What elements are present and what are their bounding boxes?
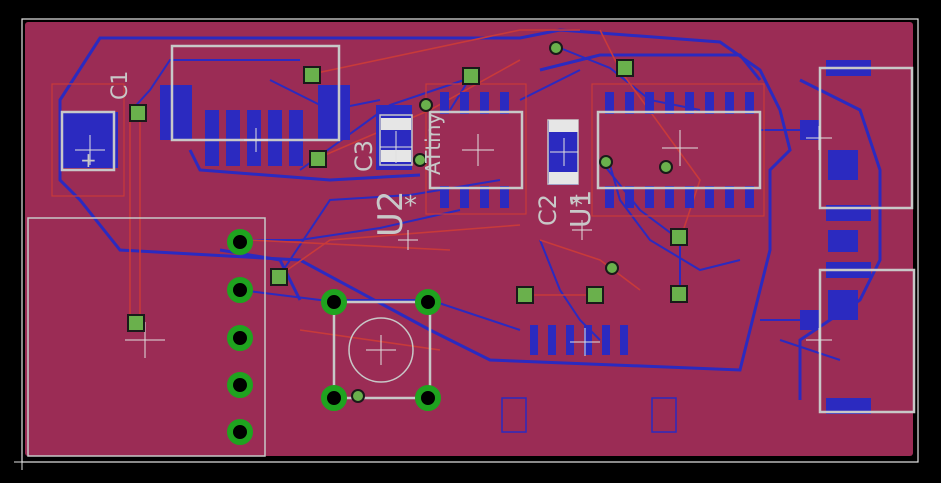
square-vias (127, 59, 688, 332)
u2-pin1-mark: * (404, 191, 417, 221)
u2-value-label: ATtiny (421, 113, 445, 175)
crosshair-icon (14, 126, 832, 470)
c2-label: C2 (534, 194, 562, 226)
board-outline (21, 18, 919, 463)
c3-label: C3 (350, 140, 378, 172)
bottom-traces (129, 47, 841, 361)
u1-label: U1 (564, 190, 597, 228)
th-pads (227, 229, 441, 445)
u1-pin1-mark: * (570, 191, 583, 221)
c1-label: C1 (108, 71, 133, 100)
u2-label: U2 (371, 190, 411, 237)
board-fill (25, 22, 913, 456)
top-smd-pads (501, 397, 677, 433)
via-icon (351, 41, 673, 403)
c1-plus-mark: + (80, 148, 97, 172)
top-traces (129, 29, 701, 351)
